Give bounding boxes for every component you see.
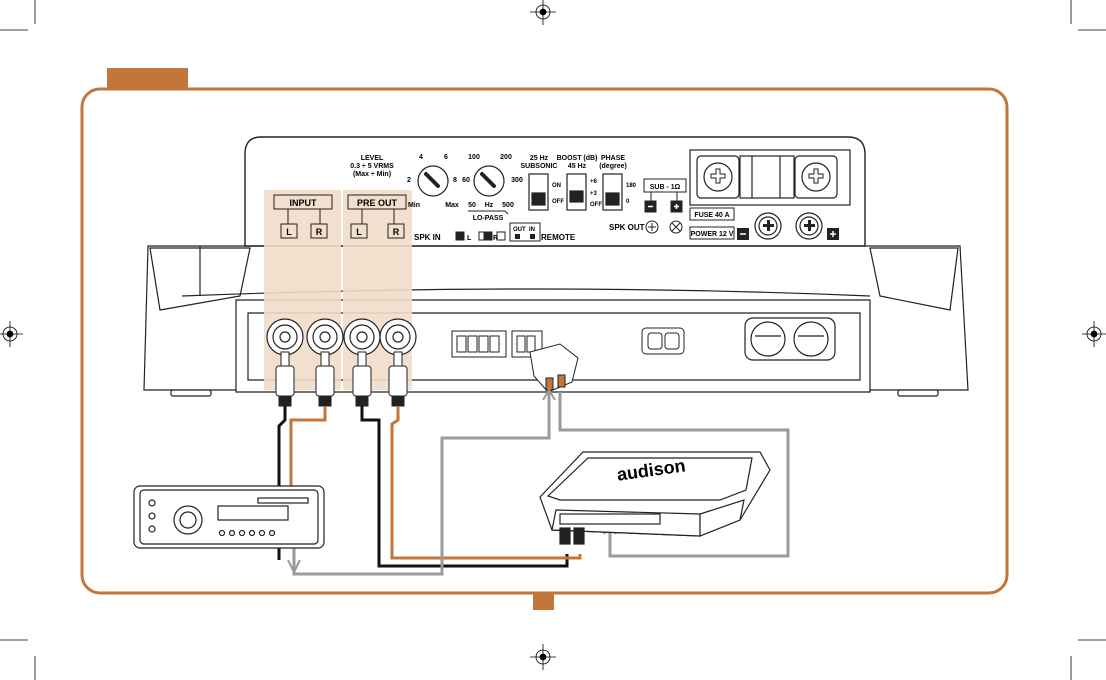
subsonic-off: OFF [552,199,564,205]
phase-title: PHASE [601,155,625,162]
rca-sockets [266,318,417,356]
boost-subtitle: 45 Hz [568,163,587,170]
lopass-tick-300: 300 [511,177,523,184]
subsonic-title: 25 Hz [530,155,549,162]
subsonic-subtitle: SUBSONIC [521,163,558,170]
preout-l-label: L [356,227,362,237]
level-range: 0.3 ÷ 5 VRMS [350,163,394,170]
spk-in-l: L [467,235,472,242]
wire-remote-out [558,392,790,558]
level-tick-4: 4 [419,154,423,161]
remote-out: OUT [513,227,526,233]
spk-out-screws [645,220,683,234]
boost-plus3: +3 [590,191,598,197]
remote-label: REMOTE [541,233,576,242]
wire-preout-right [390,406,582,560]
diagram-frame [80,87,1009,595]
phase-0: 0 [626,199,630,205]
preout-group [347,194,407,239]
input-r-label: R [316,227,323,237]
level-tick-2: 2 [407,177,411,184]
power-terminal-left-icon [763,220,774,231]
wire-input-right [289,406,327,548]
phase-switch [602,173,623,211]
sub-amplifier [539,451,771,545]
remote-plug [529,343,579,393]
level-knob [417,165,449,197]
spk-in-terminals [455,231,506,241]
fuse-label-box [689,207,735,221]
boost-plus6: +6 [590,179,598,185]
lopass-bracket [468,210,509,215]
lopass-tick-100: 100 [468,154,480,161]
registration-mark-top [530,0,556,25]
fuse-screw-right-icon [808,168,824,184]
lopass-label: LO-PASS [473,215,504,222]
subsonic-on: ON [552,183,561,189]
level-tick-6: 6 [444,154,448,161]
wire-remote-gray [292,392,551,576]
remote-out-terminal [515,234,520,239]
input-l-label: L [286,227,292,237]
power-terminal-right-icon [804,220,815,231]
level-tick-max: Max [445,202,459,209]
boost-off: OFF [590,202,602,208]
head-unit [133,485,325,549]
registration-mark-bottom [530,644,556,670]
level-tick-8: 8 [453,177,457,184]
input-group [273,194,333,239]
arrow-head-icon [287,559,301,575]
subsonic-switch [528,173,549,211]
sub-box [643,178,687,193]
speaker-out-connector [641,327,685,355]
level-title: LEVEL [361,155,384,162]
registration-mark-right [1082,321,1106,347]
arrow-head-remote-icon [542,388,556,401]
phase-subtitle: (degree) [599,163,627,170]
preout-r-label: R [393,227,400,237]
remote-in-terminal [530,234,535,239]
preout-label: PRE OUT [357,198,398,208]
registration-mark-left [0,321,23,347]
lopass-tick-hz: Hz [485,202,494,209]
speaker-in-connector [451,330,543,358]
lopass-tick-500: 500 [502,202,514,209]
power-connector [744,317,836,361]
level-tick-min: Min [408,202,420,209]
lopass-tick-200: 200 [500,154,512,161]
spk-out-label: SPK OUT [609,223,645,232]
boost-title: BOOST (dB) [557,155,598,162]
fuse-screw-left-icon [710,168,726,184]
sub-label: SUB - 1Ω [650,184,681,191]
spk-in-r: R [493,235,498,242]
power-label-box [689,226,735,240]
lopass-knob [473,165,505,197]
fuse-label: FUSE 40 A [694,212,729,219]
boost-switch [566,173,587,211]
spk-in-label: SPK IN [414,233,441,242]
phase-180: 180 [626,183,637,189]
wire-preout-left [360,406,569,568]
page-tab-top [107,68,188,88]
level-note: (Max ÷ Min) [353,171,391,178]
sub-terminals [644,192,683,213]
lopass-tick-50: 50 [468,202,476,209]
page-tab-bottom [533,592,554,610]
input-label: INPUT [290,198,318,208]
lopass-tick-60: 60 [462,177,470,184]
power-label: POWER 12 V [691,231,734,238]
remote-in: IN [529,227,535,233]
